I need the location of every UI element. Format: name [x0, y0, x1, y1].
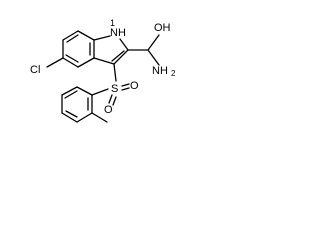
bond-tol-1-2 [76, 86, 93, 96]
bond-tol-2-3 [61, 86, 78, 96]
structure-canvas: NH 1 Cl S O O OH NH 2 [0, 0, 208, 161]
label-o-bottom: O [104, 104, 113, 116]
bond-s-aryl [91, 88, 109, 96]
bond-camide-o [147, 34, 160, 51]
label-oh: OH [154, 22, 171, 34]
bond-c4-c5 [62, 57, 79, 68]
label-o-top: O [130, 80, 139, 92]
bond-s-o-bottom-2 [112, 96, 117, 106]
double-bond-tol-4-5 [65, 110, 78, 118]
bond-camide-n [147, 49, 160, 66]
bond-n1-c2 [119, 38, 129, 51]
bond-c7a-n1 [93, 35, 111, 41]
bond-c6-c7 [62, 30, 79, 41]
label-nh-sub: 1 [110, 18, 115, 28]
label-s: S [111, 83, 118, 95]
bond-c5-cl [46, 57, 64, 68]
label-nh: NH [110, 27, 126, 39]
bond-c3-c3a [93, 57, 115, 65]
double-bond-c2-c3 [111, 50, 125, 62]
bond-s-o-top [121, 83, 130, 87]
bond-c2-c3 [113, 49, 129, 65]
bond-c3a-c4 [77, 57, 95, 68]
label-nh2-sub: 2 [171, 69, 176, 78]
bond-tol-4-5 [61, 112, 78, 123]
bond-s-o-top-2 [121, 87, 130, 91]
bond-s-o-bottom [108, 94, 113, 104]
label-nh2: NH [152, 65, 168, 77]
double-bond-tol-2-3 [64, 90, 78, 99]
bond-c3-s [113, 63, 117, 82]
label-cl: Cl [30, 64, 40, 76]
bond-c7-c7a [77, 30, 95, 41]
double-bond-c6-c7 [66, 34, 79, 43]
molecule-drawing: NH 1 Cl S O O OH NH 2 [30, 18, 176, 123]
bond-tol-5-6 [76, 112, 93, 123]
double-bond-c4-c5 [65, 54, 79, 63]
bond-tol-methyl [91, 112, 108, 123]
